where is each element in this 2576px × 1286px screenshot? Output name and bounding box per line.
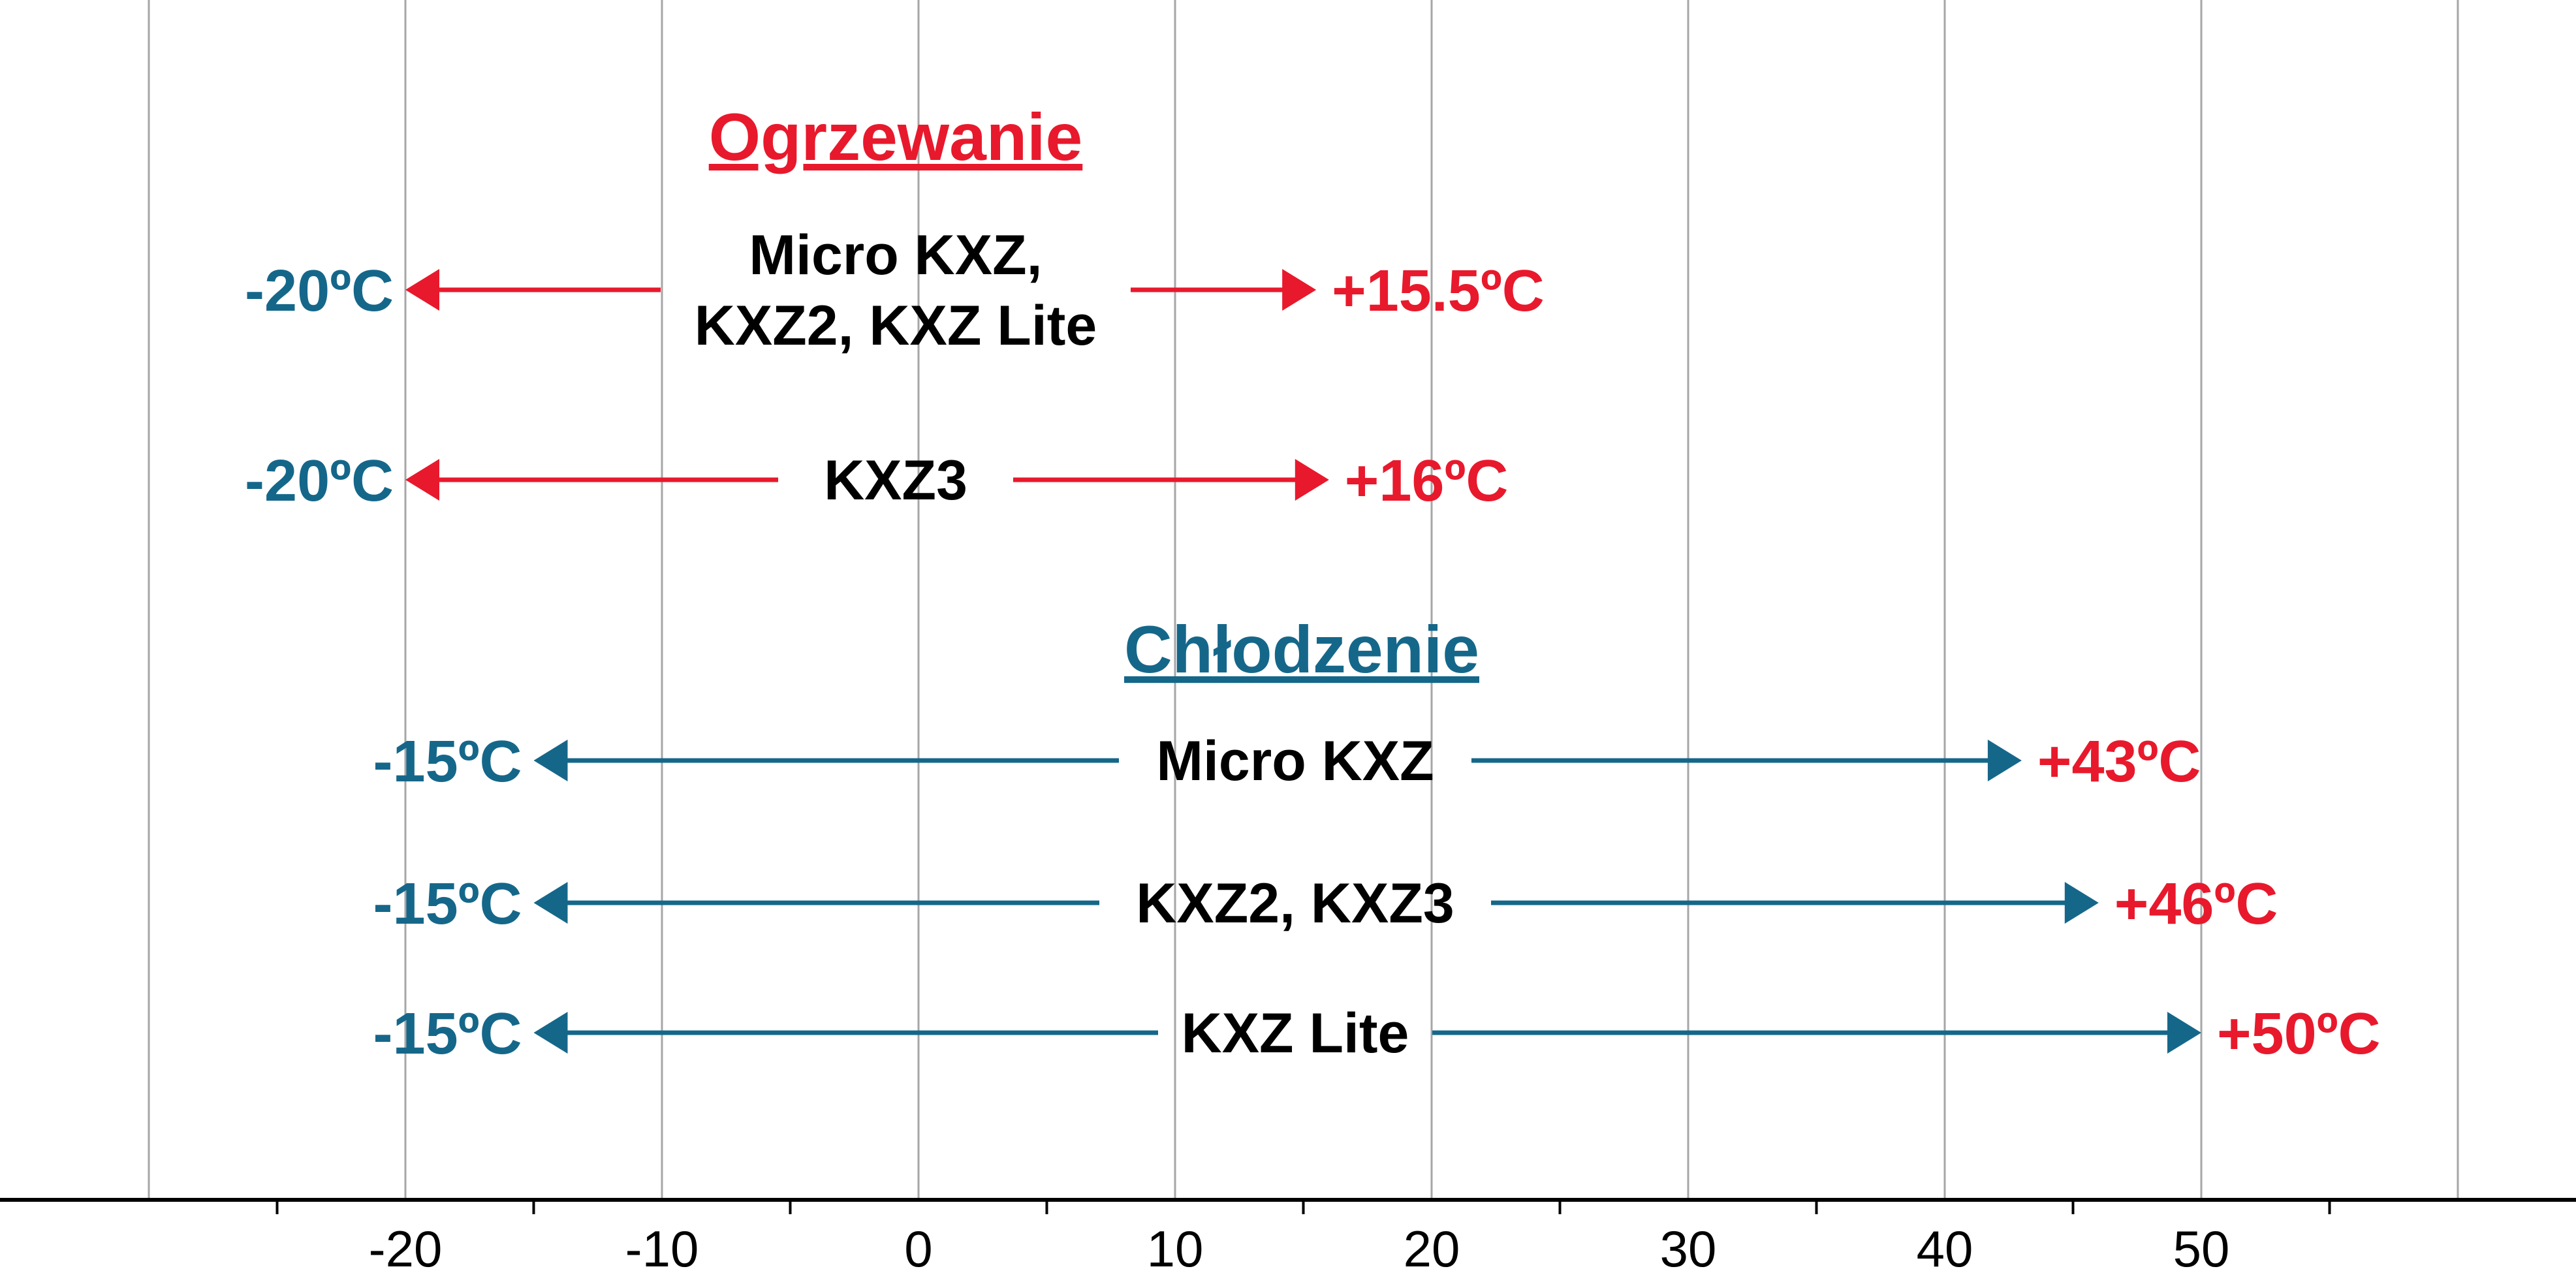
min-temp-label: -15ºC (373, 1001, 522, 1067)
range-arrow-left-head (533, 882, 568, 924)
x-tick-label: 40 (1917, 1220, 1973, 1278)
range-arrow-right-head (2167, 1012, 2201, 1054)
section-title: Chłodzenie (1124, 612, 1479, 687)
range-arrow-right-head (2064, 882, 2099, 924)
model-label: KXZ Lite (1182, 1002, 1409, 1065)
x-tick-label: 10 (1147, 1220, 1204, 1278)
max-temp-label: +50ºC (2217, 1001, 2381, 1067)
range-arrows (405, 269, 2201, 1054)
min-temp-label: -20ºC (245, 448, 394, 514)
range-arrow-left-head (405, 459, 439, 501)
x-axis: -20 -10 0 10 20 30 40 50 (0, 1198, 2576, 1278)
range-arrow-left-head (533, 740, 568, 781)
section-title: Ogrzewanie (709, 100, 1083, 174)
range-arrow-right-head (1295, 459, 1329, 501)
min-temp-label: -15ºC (373, 729, 522, 794)
max-temp-label: +15.5ºC (1332, 259, 1545, 324)
range-arrow-left-head (533, 1012, 568, 1054)
grid-lines (148, 0, 2459, 1200)
x-tick-label: 50 (2173, 1220, 2230, 1278)
max-temp-label: +43ºC (2037, 729, 2201, 794)
min-temp-label: -15ºC (373, 871, 522, 937)
model-label: KXZ2, KXZ Lite (695, 294, 1097, 357)
max-temp-label: +46ºC (2114, 871, 2278, 937)
model-label: KXZ2, KXZ3 (1136, 872, 1454, 935)
model-label: Micro KXZ, (749, 224, 1042, 287)
model-label: Micro KXZ (1156, 730, 1434, 792)
model-label: KXZ3 (824, 449, 967, 512)
range-arrow-right-head (1282, 269, 1317, 311)
x-tick-label: -20 (369, 1220, 443, 1278)
min-temp-label: -20ºC (245, 259, 394, 324)
x-tick-label: 30 (1660, 1220, 1717, 1278)
range-arrow-left-head (405, 269, 439, 311)
x-tick-label: 0 (904, 1220, 932, 1278)
x-tick-label: -10 (625, 1220, 699, 1278)
x-tick-label: 20 (1404, 1220, 1460, 1278)
max-temp-label: +16ºC (1345, 448, 1509, 514)
range-arrow-right-head (1987, 740, 2022, 781)
